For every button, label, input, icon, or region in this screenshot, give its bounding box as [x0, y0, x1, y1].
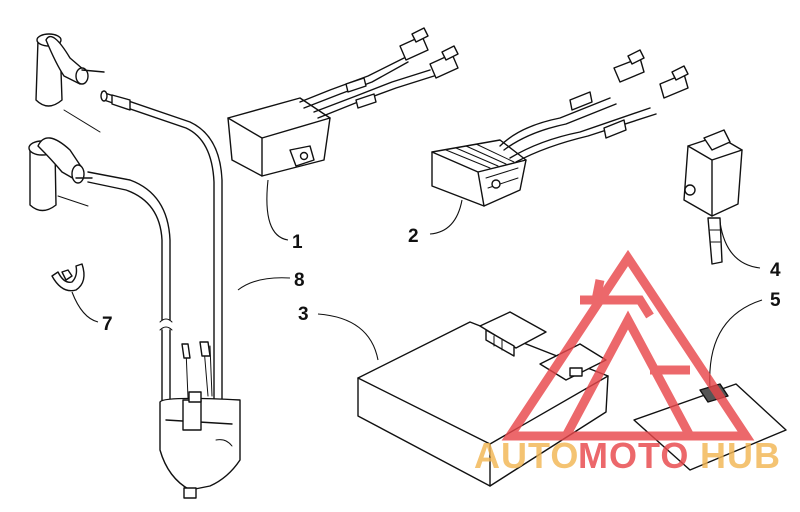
spark-plug-cap-lower — [28, 137, 85, 212]
watermark-text-moto: MOTO — [578, 435, 689, 476]
watermark-text-hub: HUB — [700, 435, 781, 476]
harness-clip — [51, 263, 85, 292]
watermark-triangle-logo — [501, 249, 755, 441]
leader-1 — [266, 179, 289, 241]
callout-5: 5 — [770, 290, 781, 311]
callout-4: 4 — [770, 260, 781, 281]
voltage-regulator — [431, 49, 689, 207]
spark-plug-cap-upper — [35, 33, 89, 107]
control-unit-box — [357, 311, 609, 487]
leader-5 — [709, 299, 763, 389]
callout-2: 2 — [408, 226, 419, 247]
callout-3: 3 — [298, 304, 309, 325]
leader-8 — [237, 277, 291, 291]
callout-7: 7 — [102, 314, 113, 335]
sensor-relay — [683, 129, 743, 265]
leader-3 — [317, 313, 379, 361]
ignition-coil-assembly — [28, 33, 241, 499]
callout-labels: 1 2 3 4 5 7 8 — [102, 226, 781, 335]
cdi-module — [227, 27, 459, 177]
watermark-text-auto: AUTO — [474, 435, 579, 476]
leader-4 — [719, 221, 761, 269]
leader-2 — [429, 199, 463, 235]
callout-1: 1 — [292, 232, 303, 253]
automotohub-watermark: AUTO MOTO HUB — [474, 249, 781, 476]
leader-7 — [71, 291, 99, 323]
callout-8: 8 — [294, 270, 305, 291]
